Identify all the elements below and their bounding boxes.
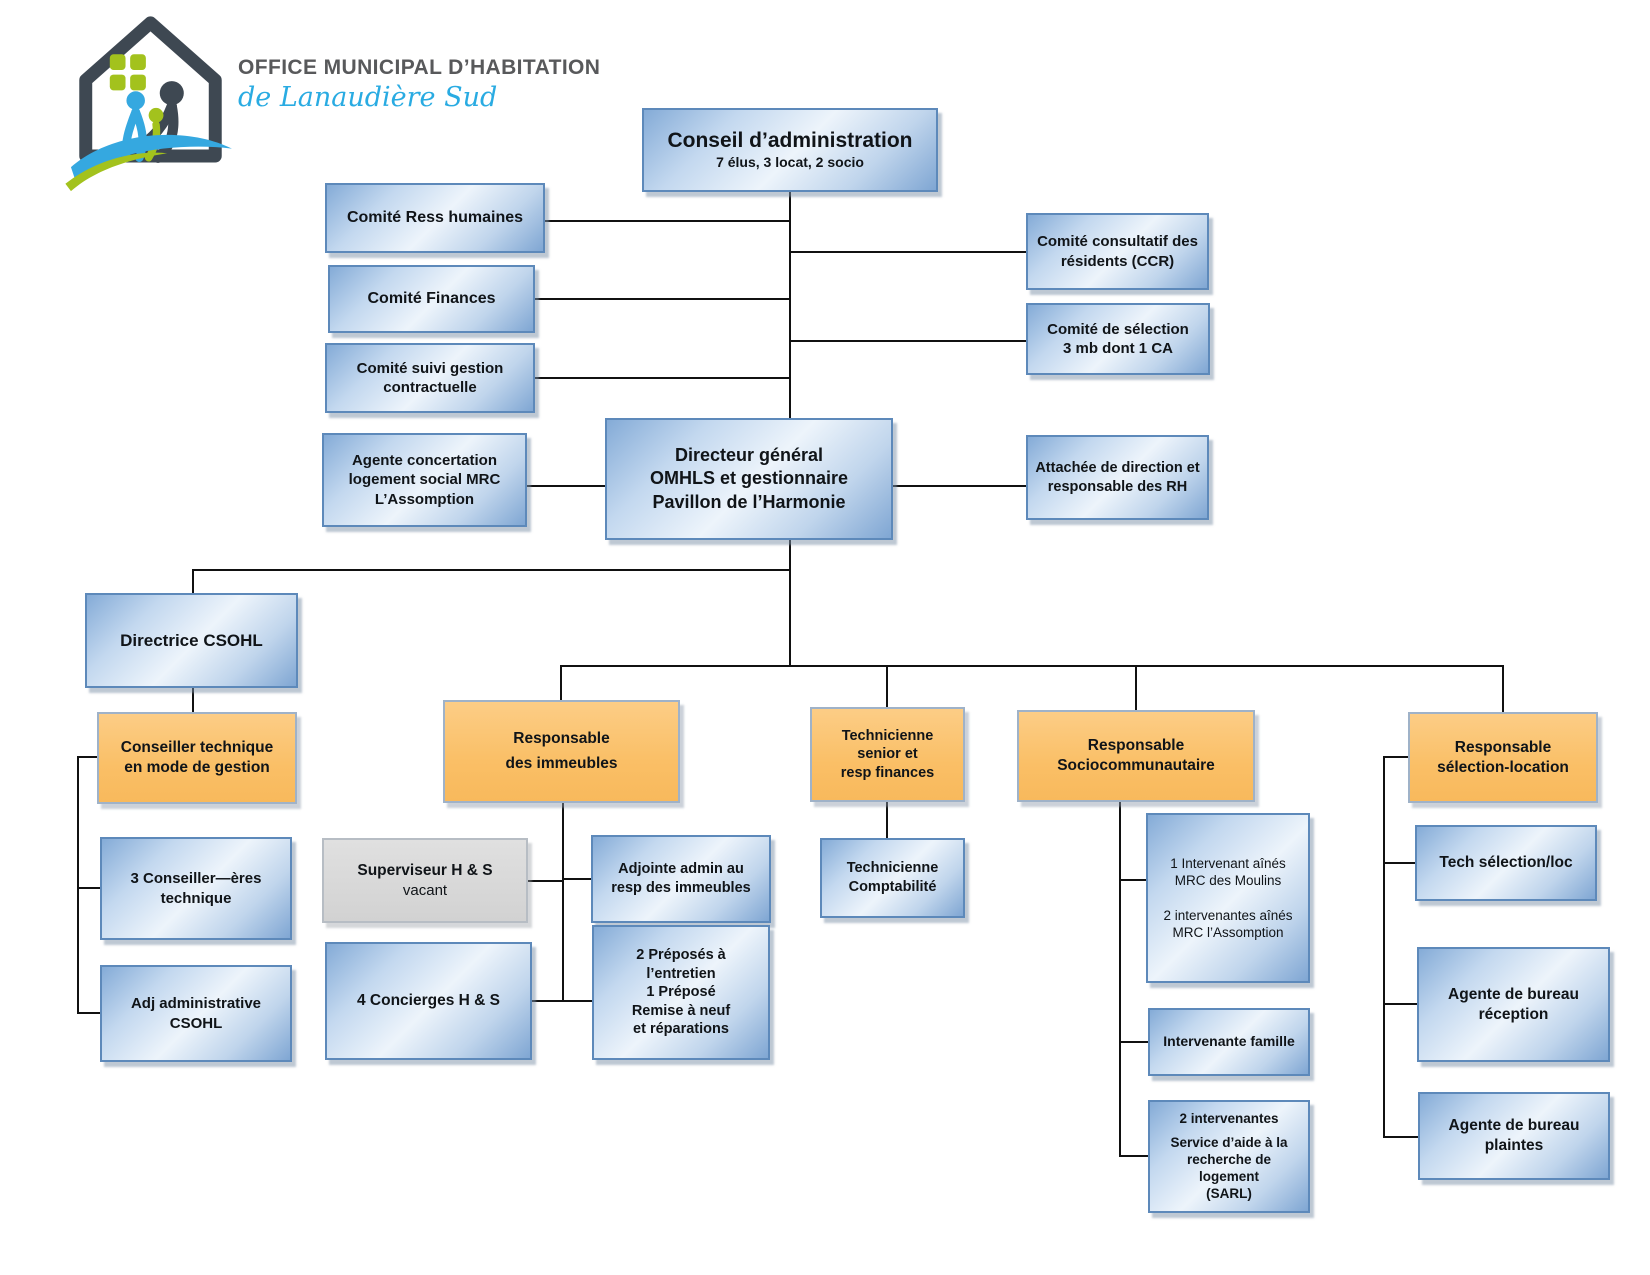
node-responsable-immeubles: Responsable des immeubles: [443, 700, 680, 803]
node-technicienne-senior: Technicienne senior et resp finances: [810, 707, 965, 802]
node-agente-concertation: Agente concertation logement social MRC …: [322, 433, 527, 527]
node-agente-reception: Agente de bureau réception: [1417, 947, 1610, 1062]
connector-line: [535, 377, 790, 379]
node-agente-plaintes: Agente de bureau plaintes: [1418, 1092, 1610, 1180]
connector-line: [789, 192, 791, 418]
node-body: Service d’aide à la recherche de logemen…: [1170, 1134, 1288, 1202]
connector-line: [545, 220, 790, 222]
node-tech-selection: Tech sélection/loc: [1415, 825, 1597, 901]
connector-line: [1383, 1136, 1419, 1138]
node-responsable-socio: Responsable Sociocommunautaire: [1017, 710, 1255, 802]
connector-line: [886, 665, 888, 708]
node-intervenantes-sarl: 2 intervenantes Service d’aide à la rech…: [1148, 1100, 1310, 1213]
connector-line: [789, 540, 791, 667]
connector-line: [192, 569, 790, 571]
node-superviseur-hs: Superviseur H & S vacant: [322, 838, 528, 923]
connector-line: [886, 802, 888, 838]
node-technicienne-comptabilite: Technicienne Comptabilité: [820, 838, 965, 918]
node-conseiller-technique: Conseiller technique en mode de gestion: [97, 712, 297, 804]
connector-line: [192, 569, 194, 594]
connector-line: [77, 756, 79, 1014]
connector-line: [563, 878, 591, 880]
connector-line: [789, 251, 1026, 253]
node-comite-ress-humaines: Comité Ress humaines: [325, 183, 545, 253]
connector-line: [1119, 1041, 1148, 1043]
connector-line: [560, 665, 562, 701]
node-comite-finances: Comité Finances: [328, 265, 535, 333]
node-comite-selection: Comité de sélection 3 mb dont 1 CA: [1026, 303, 1210, 375]
connector-line: [77, 1012, 101, 1014]
node-preposes-entretien: 2 Préposés à l’entretien 1 Préposé Remis…: [592, 925, 770, 1060]
node-attachee-direction: Attachée de direction et responsable des…: [1026, 435, 1209, 520]
org-region: de Lanaudière Sud: [238, 82, 498, 113]
connector-line: [77, 756, 98, 758]
connector-line: [527, 485, 606, 487]
connector-line: [1383, 862, 1416, 864]
node-directeur-general: Directeur général OMHLS et gestionnaire …: [605, 418, 893, 540]
connector-line: [893, 485, 1026, 487]
node-responsable-selection: Responsable sélection-location: [1408, 712, 1598, 803]
node-title: Conseil d’administration: [667, 128, 913, 152]
connector-line: [532, 1000, 593, 1002]
connector-line: [528, 880, 564, 882]
omh-logo-icon: [58, 8, 243, 198]
connector-line: [1383, 1003, 1418, 1005]
node-comite-ccr: Comité consultatif des résidents (CCR): [1026, 213, 1209, 290]
connector-line: [77, 887, 101, 889]
connector-line: [1383, 756, 1385, 1138]
node-title: 2 intervenantes: [1179, 1111, 1279, 1127]
connector-line: [1383, 756, 1409, 758]
node-title: Superviseur H & S: [357, 861, 493, 879]
node-concierges: 4 Concierges H & S: [325, 942, 532, 1060]
connector-line: [560, 665, 1504, 667]
node-directrice-csohl: Directrice CSOHL: [85, 593, 298, 688]
connector-line: [789, 340, 1026, 342]
node-adjointe-admin: Adjointe admin au resp des immeubles: [591, 835, 771, 923]
node-conseil-administration: Conseil d’administration 7 élus, 3 locat…: [642, 108, 938, 192]
node-comite-suivi-gestion: Comité suivi gestion contractuelle: [325, 343, 535, 413]
connector-line: [1119, 802, 1121, 1156]
connector-line: [192, 688, 194, 713]
connector-line: [562, 803, 564, 1001]
connector-line: [1135, 665, 1137, 711]
brand-text: OFFICE MUNICIPAL D’HABITATION de Lanaudi…: [238, 56, 600, 113]
connector-line: [535, 298, 790, 300]
org-name: OFFICE MUNICIPAL D’HABITATION: [238, 56, 601, 79]
connector-line: [1502, 665, 1504, 713]
node-conseilleres-technique: 3 Conseiller—ères technique: [100, 837, 292, 940]
node-adj-administrative-csohl: Adj administrative CSOHL: [100, 965, 292, 1062]
node-subtitle: 7 élus, 3 locat, 2 socio: [716, 154, 864, 171]
node-subtitle: vacant: [402, 881, 448, 899]
connector-line: [1119, 879, 1146, 881]
connector-line: [1119, 1155, 1148, 1157]
node-intervenante-famille: Intervenante famille: [1148, 1008, 1310, 1076]
node-intervenants-aines: 1 Intervenant aînés MRC des Moulins 2 in…: [1146, 813, 1310, 983]
